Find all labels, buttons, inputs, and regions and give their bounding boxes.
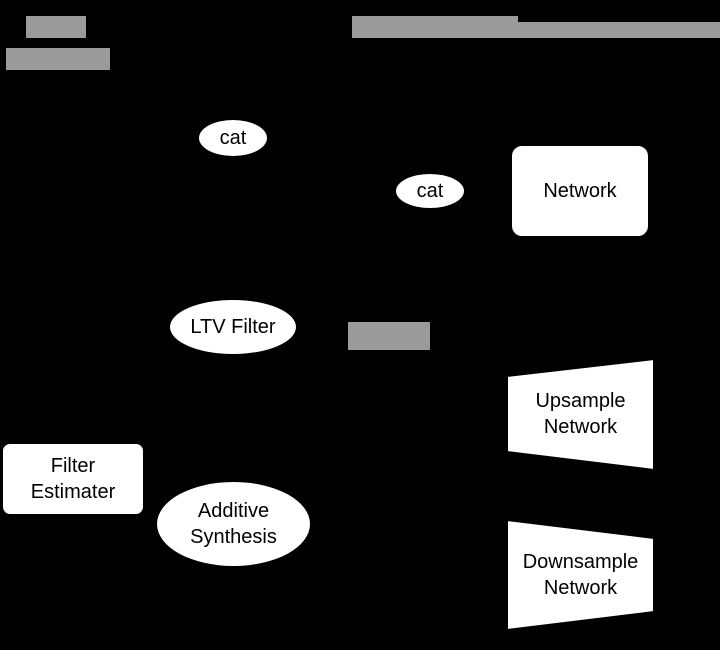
additive-synthesis-node: Additive Synthesis [155, 480, 312, 568]
cat-node-2: cat [394, 172, 466, 210]
ltv-filter-node: LTV Filter [168, 298, 298, 356]
cat-node-1: cat [197, 118, 269, 158]
additive-synthesis-label: Additive Synthesis [190, 500, 277, 548]
network-box: Network [510, 144, 650, 238]
network-box-label: Network [543, 180, 617, 202]
redacted-label-top-center [352, 16, 518, 38]
upsample-network-label: Upsample Network [535, 390, 626, 438]
cat-node-2-label: cat [416, 180, 444, 202]
redacted-label-top-left [26, 16, 86, 38]
redacted-label-middle [348, 322, 430, 350]
ltv-filter-label: LTV Filter [190, 316, 276, 338]
redacted-line-top-right [518, 22, 720, 38]
filter-estimater-box: Filter Estimater [1, 442, 145, 516]
filter-estimater-label: Filter Estimater [30, 455, 116, 503]
redacted-label-top-left-2 [6, 48, 110, 70]
downsample-network-label: Downsample Network [522, 551, 639, 599]
cat-node-1-label: cat [219, 127, 247, 149]
